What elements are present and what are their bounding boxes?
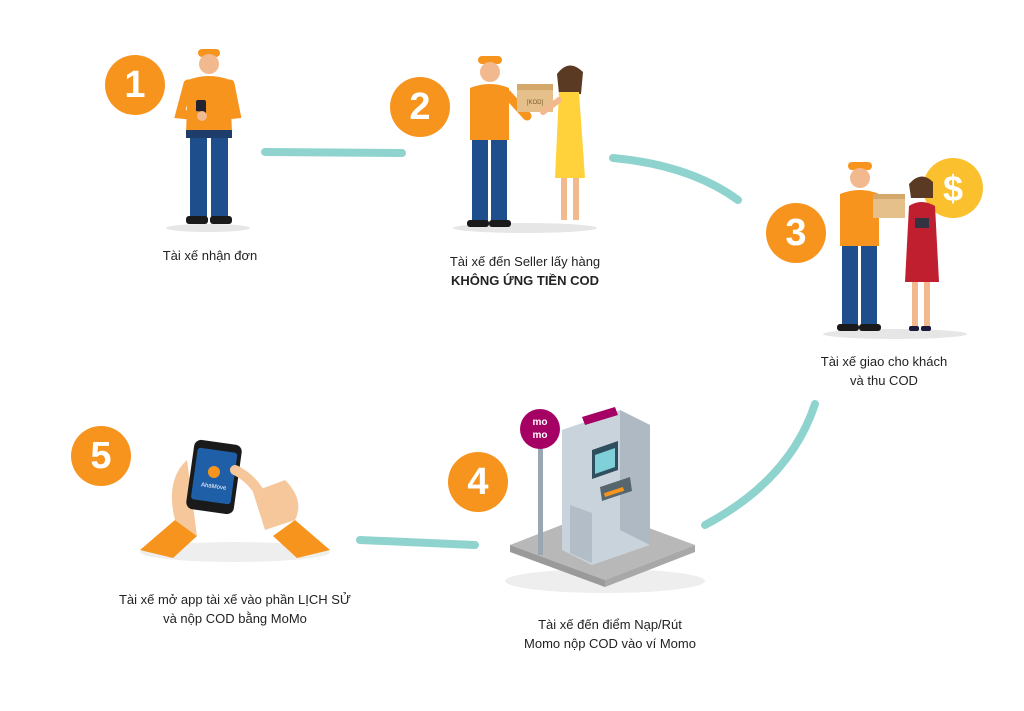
step-2-badge: 2 <box>390 77 450 137</box>
step-5-caption: Tài xế mở app tài xế vào phần LỊCH SỬ và… <box>85 590 385 628</box>
momo-logo-icon <box>520 409 560 449</box>
step-3-caption-line1: Tài xế giao cho khách <box>820 354 948 369</box>
momo-sign-line1: mo <box>533 417 548 428</box>
driver-icon <box>166 49 250 232</box>
step-1-caption: Tài xế nhận đơn <box>110 246 310 265</box>
step-3-badge: 3 <box>766 203 826 263</box>
step-3-caption: Tài xế giao cho khách và thu COD <box>784 352 984 390</box>
step-3-caption-line2: và thu COD <box>850 373 918 388</box>
momo-sign-line2: mo <box>533 430 548 441</box>
driver-seller-handover-icon: [KOD] <box>453 56 597 233</box>
step-1-caption-line1: Tài xế nhận đơn <box>162 248 258 263</box>
momo-atm-kiosk-icon: mo mo <box>505 407 705 593</box>
step-5-badge: 5 <box>71 426 131 486</box>
driver-customer-delivery-icon: $ <box>823 158 983 339</box>
app-logo-label: AhaMove <box>201 482 228 492</box>
step-2-caption-line1: Tài xế đến Seller lấy hàng <box>449 254 601 269</box>
step-4-caption-line2: Momo nộp COD vào ví Momo <box>524 636 696 651</box>
step-5-caption-line1: Tài xế mở app tài xế vào phần LỊCH SỬ <box>118 592 352 607</box>
step-4-caption: Tài xế đến điểm Nạp/Rút Momo nộp COD vào… <box>480 615 740 653</box>
step-2-caption: Tài xế đến Seller lấy hàng KHÔNG ỨNG TIỀ… <box>400 252 650 290</box>
step-2-caption-line2: KHÔNG ỨNG TIỀN COD <box>450 273 599 288</box>
step-5-caption-line2: và nộp COD bằng MoMo <box>163 611 307 626</box>
step-1-badge: 1 <box>105 55 165 115</box>
dollar-sign: $ <box>943 168 963 209</box>
step-4-caption-line1: Tài xế đến điểm Nạp/Rút <box>538 617 682 632</box>
connector-4-5 <box>356 536 479 549</box>
connector-2-3 <box>609 154 742 204</box>
hands-phone-icon: AhaMove <box>140 439 330 562</box>
connector-1-2 <box>261 148 406 157</box>
step-4-badge: 4 <box>448 452 508 512</box>
connector-3-4 <box>701 400 819 529</box>
coin-icon <box>923 158 983 218</box>
box-label: [KOD] <box>527 100 544 106</box>
